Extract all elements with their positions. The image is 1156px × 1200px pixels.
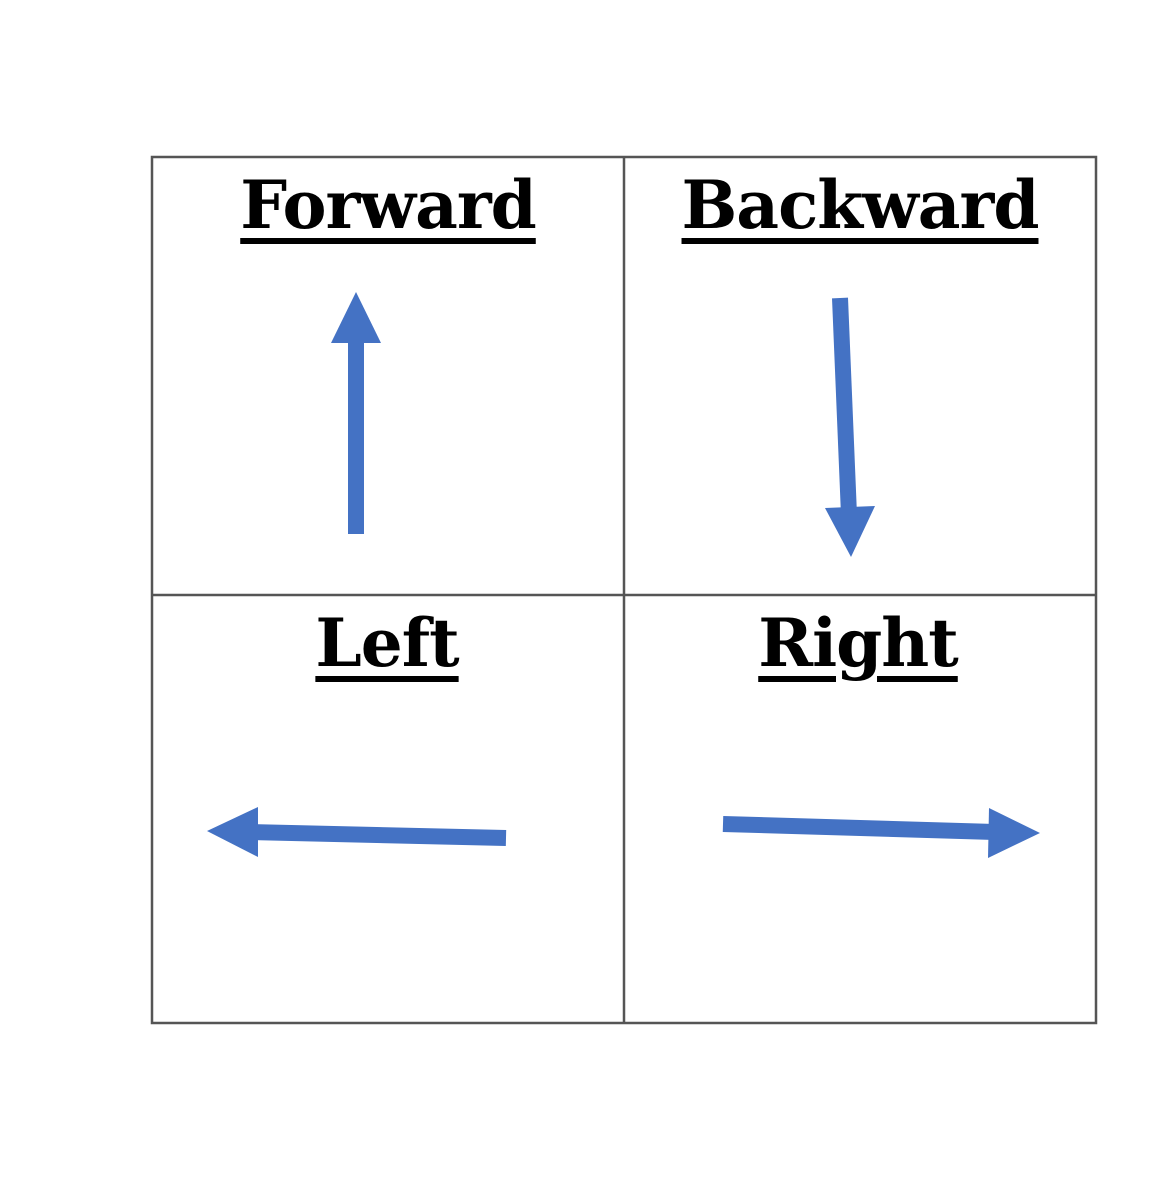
down-arrow-icon <box>825 297 875 557</box>
cell-label-right: Right <box>758 604 959 682</box>
left-arrow-icon <box>207 807 507 857</box>
cell-label-backward: Backward <box>681 166 1040 244</box>
cell-label-forward: Forward <box>240 166 537 244</box>
cell-label-left: Left <box>315 604 459 682</box>
up-arrow-icon <box>331 292 381 534</box>
right-arrow-icon <box>722 808 1040 858</box>
